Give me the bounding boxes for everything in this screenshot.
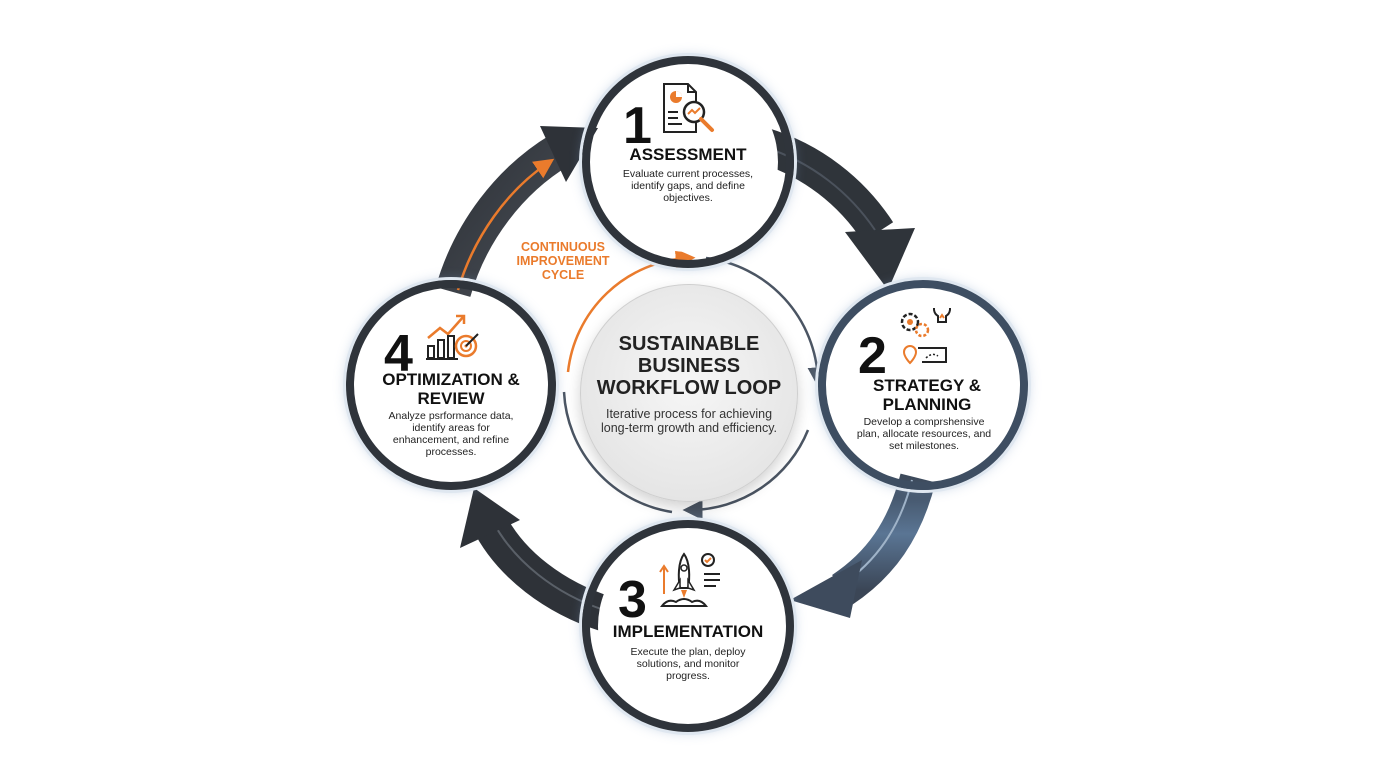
gears-lightbulb-map-icon xyxy=(900,308,951,365)
arrow-strategy-to-implementation xyxy=(790,473,936,618)
step-title: STRATEGY & PLANNING xyxy=(873,376,981,414)
step-description: Analyze psrformance data, identify areas… xyxy=(388,410,514,458)
step-description: Evaluate current processes, identify gap… xyxy=(622,168,754,204)
step-description: Develop a comprshensive plan, allocate r… xyxy=(856,416,992,452)
step-description: Execute the plan, deploy solutions, and … xyxy=(630,646,746,682)
step-number: 1 xyxy=(623,97,652,155)
step-title: ASSESSMENT xyxy=(629,145,747,164)
step-4-ring xyxy=(346,280,556,490)
step-number: 3 xyxy=(618,571,647,629)
cycle-label: CONTINUOUS IMPROVEMENT CYCLE xyxy=(516,240,610,282)
step-title: IMPLEMENTATION xyxy=(612,622,764,641)
step-1-assessment[interactable]: 1 ASSESSMENT Evaluate current processes,… xyxy=(598,72,778,252)
center-title: SUSTAINABLE BUSINESS WORKFLOW LOOP xyxy=(596,333,782,399)
step-title: OPTIMIZATION & REVIEW xyxy=(382,370,520,408)
step-1-ring xyxy=(582,56,794,268)
step-number: 2 xyxy=(858,327,887,385)
step-4-optimization[interactable]: 4 OPTIMIZATION & REVIEW Analyze psrforma… xyxy=(362,296,540,474)
step-3-ring xyxy=(582,520,794,732)
center-hub: SUSTAINABLE BUSINESS WORKFLOW LOOP Itera… xyxy=(580,284,798,502)
document-magnifier-icon xyxy=(663,83,714,133)
step-2-ring xyxy=(818,280,1028,490)
rocket-checklist-icon xyxy=(659,552,720,607)
step-number: 4 xyxy=(384,325,413,383)
center-description: Iterative process for achieving long-ter… xyxy=(600,407,777,435)
growth-chart-target-icon xyxy=(426,314,479,360)
step-3-implementation[interactable]: 3 IMPLEMENTATION Execute the plan, deplo… xyxy=(598,536,778,716)
arrow-implementation-to-optimization xyxy=(460,488,612,632)
step-2-strategy[interactable]: 2 STRATEGY & PLANNING Develop a comprshe… xyxy=(834,296,1012,474)
